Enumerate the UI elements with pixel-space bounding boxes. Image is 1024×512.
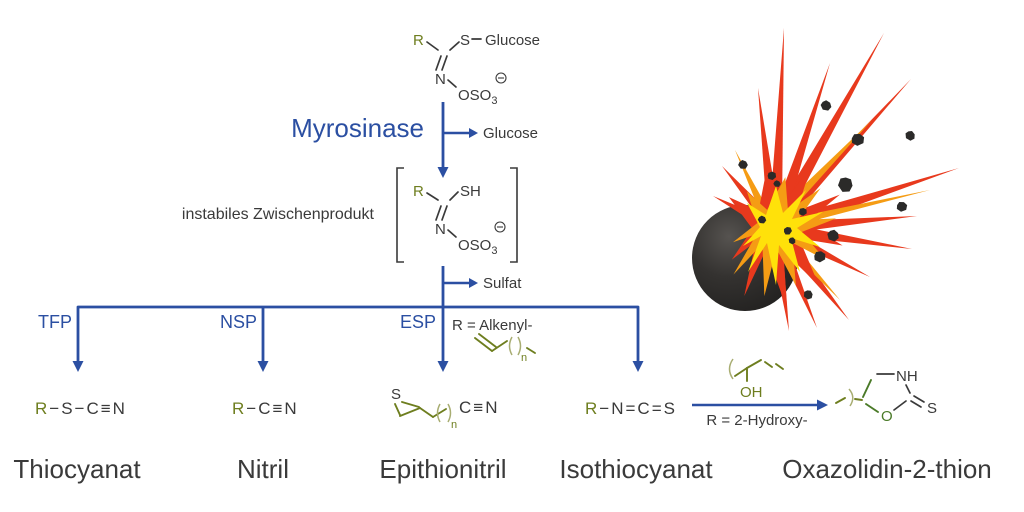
thiocyanat-formula: R−S−C≡N	[35, 399, 127, 418]
hydroxy-fragment-structure: OH	[728, 358, 784, 401]
intermediate-r-label: R	[413, 183, 424, 200]
alkenyl-index-label: n	[521, 352, 527, 364]
pathway-tfp-label: TFP	[38, 312, 72, 332]
epithionitril-index-label: n	[451, 419, 457, 431]
hydroxy-condition-label: R = 2-Hydroxy-	[706, 412, 807, 429]
hydroxy-reaction: R = 2-Hydroxy- OH	[692, 358, 828, 429]
released-glucose-label: Glucose	[483, 125, 538, 142]
intermediate-caption: instabiles Zwischenprodukt	[182, 206, 375, 223]
right-arrowhead-icon	[817, 399, 828, 411]
epithionitril-s-label: S	[391, 386, 401, 403]
left-bracket	[396, 167, 404, 263]
oxazolidin-s-label: S	[927, 400, 937, 417]
pathway-nsp-label: NSP	[220, 312, 257, 332]
thiocyanat-name: Thiocyanat	[13, 454, 141, 484]
oxazolidin-o-label: O	[881, 408, 893, 425]
glucosinolate-structure: R S Glucose N OSO3	[413, 32, 540, 107]
right-arrowhead-icon	[469, 278, 478, 288]
sulfate-step: Sulfat	[441, 266, 522, 307]
enzyme-label: Myrosinase	[291, 113, 424, 143]
down-arrowhead-icon	[72, 361, 84, 372]
pathway-branches: TFP NSP ESP R = Alkenyl- n	[38, 305, 644, 372]
product-thiocyanat: R−S−C≡N Thiocyanat	[13, 399, 141, 484]
nitril-name: Nitril	[237, 454, 289, 484]
isothiocyanat-formula: R−N=C=S	[585, 399, 677, 418]
substrate-s-label: S	[460, 32, 470, 49]
substrate-r-label: R	[413, 32, 424, 49]
right-bracket	[510, 167, 518, 263]
oxazolidinthion-name: Oxazolidin-2-thion	[782, 454, 992, 484]
released-sulfate-label: Sulfat	[483, 275, 522, 292]
hydroxy-oh-label: OH	[740, 384, 763, 401]
explosion-graphic	[692, 28, 959, 331]
intermediate-n-label: N	[435, 221, 446, 238]
substrate-n-label: N	[435, 71, 446, 88]
intermediate-structure: instabiles Zwischenprodukt R SH N OSO3	[182, 167, 518, 263]
substrate-glucose-label: Glucose	[485, 32, 540, 49]
down-arrowhead-icon	[437, 361, 449, 372]
right-arrowhead-icon	[469, 128, 478, 138]
myrosinase-step: Myrosinase Glucose	[291, 102, 538, 178]
substrate-sulfate-label: OSO3	[458, 87, 497, 107]
pathway-esp-label: ESP	[400, 312, 436, 332]
product-isothiocyanat: R−N=C=S Isothiocyanat	[559, 399, 713, 484]
intermediate-sh-label: SH	[460, 183, 481, 200]
minus-charge-icon	[495, 72, 507, 84]
product-nitril: R−C≡N Nitril	[232, 399, 299, 484]
alkenyl-structure: n	[474, 333, 536, 364]
isothiocyanat-name: Isothiocyanat	[559, 454, 713, 484]
esp-condition-label: R = Alkenyl-	[452, 317, 532, 334]
epithionitril-cn-label: C≡N	[459, 398, 499, 417]
product-epithionitril: S n C≡N Epithionitril	[379, 386, 506, 484]
down-arrowhead-icon	[632, 361, 644, 372]
epithionitril-name: Epithionitril	[379, 454, 506, 484]
product-oxazolidinthion: NH S O Oxazolidin-2-thion	[782, 368, 992, 484]
minus-charge-icon	[494, 221, 506, 233]
down-arrowhead-icon	[437, 167, 449, 178]
nitril-formula: R−C≡N	[232, 399, 299, 418]
down-arrowhead-icon	[257, 361, 269, 372]
intermediate-sulfate-label: OSO3	[458, 237, 497, 257]
oxazolidin-nh-label: NH	[896, 368, 918, 385]
